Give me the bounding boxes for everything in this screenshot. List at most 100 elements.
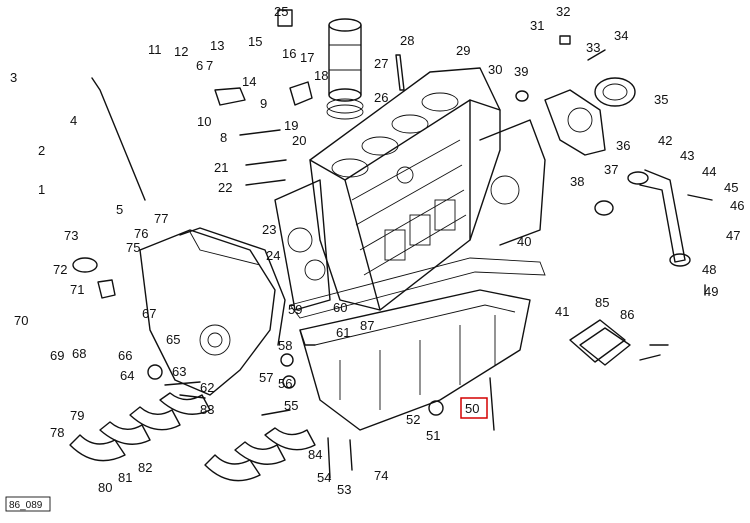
callout-77: 77 [154, 211, 168, 226]
callout-11: 11 [148, 42, 162, 57]
callout-36: 36 [616, 138, 630, 153]
callout-84: 84 [308, 447, 322, 462]
callout-15: 15 [248, 34, 262, 49]
callout-13: 13 [210, 38, 224, 53]
main-bearing-shells [69, 392, 316, 482]
highlighted-callout: 50 [465, 401, 479, 416]
callout-48: 48 [702, 262, 716, 277]
callout-54: 54 [317, 470, 331, 485]
callout-10: 10 [197, 114, 211, 129]
callout-44: 44 [702, 164, 716, 179]
timing-cover [139, 227, 286, 396]
callout-39: 39 [514, 64, 528, 79]
callout-43: 43 [680, 148, 694, 163]
callout-16: 16 [282, 46, 296, 61]
callout-49: 49 [704, 284, 718, 299]
callout-68: 68 [72, 346, 86, 361]
cylinder-liner [326, 18, 364, 120]
callout-79: 79 [70, 408, 84, 423]
callout-63: 63 [172, 364, 186, 379]
callout-12: 12 [174, 44, 188, 59]
callout-76: 76 [134, 226, 148, 241]
callout-17: 17 [300, 50, 314, 65]
callout-62: 62 [200, 380, 214, 395]
callout-18: 18 [314, 68, 328, 83]
callout-33: 33 [586, 40, 600, 55]
callout-87: 87 [360, 318, 374, 333]
callout-82: 82 [138, 460, 152, 475]
callout-20: 20 [292, 133, 306, 148]
callout-19: 19 [284, 118, 298, 133]
pan-gasket [289, 257, 546, 319]
callout-55: 55 [284, 398, 298, 413]
oil-suction-pipe [627, 169, 691, 267]
callout-34: 34 [614, 28, 628, 43]
oil-pan [299, 289, 531, 431]
drawing-code: 86_089 [9, 500, 43, 511]
callout-24: 24 [266, 248, 280, 263]
callout-40: 40 [517, 234, 531, 249]
callout-86: 86 [620, 307, 634, 322]
side-cover-plate [569, 319, 631, 366]
callout-32: 32 [556, 4, 570, 19]
callout-57: 57 [259, 370, 273, 385]
callout-38: 38 [570, 174, 584, 189]
callout-2: 2 [38, 143, 45, 158]
engine-block [274, 67, 546, 311]
callout-9: 9 [260, 96, 267, 111]
callout-75: 75 [126, 240, 140, 255]
highlight-box [460, 397, 488, 419]
callout-65: 65 [166, 332, 180, 347]
callout-27: 27 [374, 56, 388, 71]
callout-53: 53 [337, 482, 351, 497]
callout-46: 46 [730, 198, 744, 213]
callout-73: 73 [64, 228, 78, 243]
rear-seal-housing [544, 77, 636, 156]
callout-31: 31 [530, 18, 544, 33]
dipstick [91, 77, 146, 201]
small-parts [72, 9, 713, 479]
callout-74: 74 [374, 468, 388, 483]
callout-64: 64 [120, 368, 134, 383]
callout-56: 56 [278, 376, 292, 391]
callout-51: 51 [426, 428, 440, 443]
callout-71: 71 [70, 282, 84, 297]
callout-47: 47 [726, 228, 740, 243]
callout-21: 21 [214, 160, 228, 175]
callout-35: 35 [654, 92, 668, 107]
callout-8: 8 [220, 130, 227, 145]
callout-83: 83 [200, 402, 214, 417]
callout-7: 7 [206, 58, 213, 73]
callout-1: 1 [38, 182, 45, 197]
callout-25: 25 [274, 4, 288, 19]
callout-80: 80 [98, 480, 112, 495]
callout-61: 61 [336, 325, 350, 340]
callout-85: 85 [595, 295, 609, 310]
callout-26: 26 [374, 90, 388, 105]
callout-30: 30 [488, 62, 502, 77]
callout-23: 23 [262, 222, 276, 237]
callout-81: 81 [118, 470, 132, 485]
callout-28: 28 [400, 33, 414, 48]
callout-29: 29 [456, 43, 470, 58]
callout-59: 59 [288, 302, 302, 317]
callout-60: 60 [333, 300, 347, 315]
callout-3: 3 [10, 70, 17, 85]
callout-4: 4 [70, 113, 77, 128]
callout-66: 66 [118, 348, 132, 363]
callout-67: 67 [142, 306, 156, 321]
callout-14: 14 [242, 74, 256, 89]
callout-42: 42 [658, 133, 672, 148]
callout-41: 41 [555, 304, 569, 319]
callout-58: 58 [278, 338, 292, 353]
callout-69: 69 [50, 348, 64, 363]
callout-52: 52 [406, 412, 420, 427]
callout-45: 45 [724, 180, 738, 195]
callout-78: 78 [50, 425, 64, 440]
callout-70: 70 [14, 313, 28, 328]
callout-37: 37 [604, 162, 618, 177]
drawing-code-box [5, 496, 51, 512]
